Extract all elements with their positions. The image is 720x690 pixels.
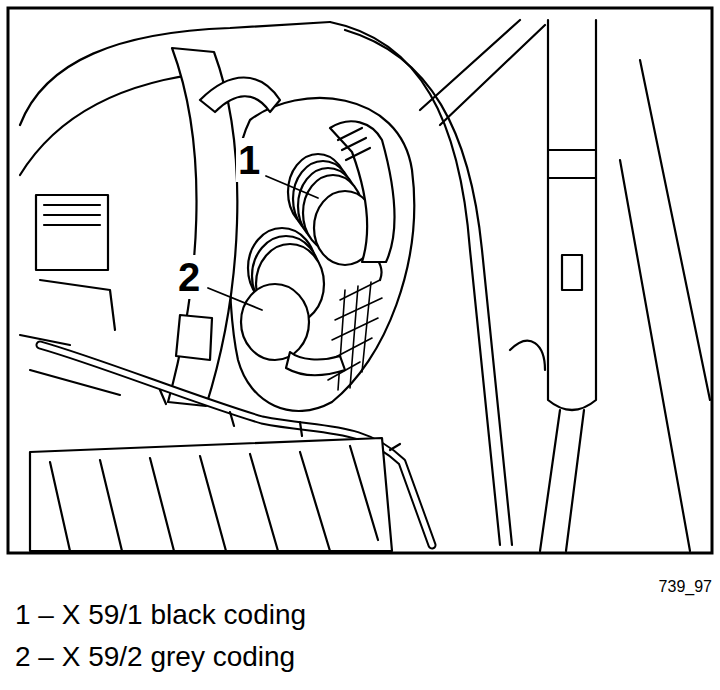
gas-strut	[548, 150, 596, 178]
hose	[200, 78, 280, 113]
illustration-lines	[20, 20, 710, 551]
connector-x59-2	[286, 352, 345, 375]
gas-strut	[540, 410, 584, 551]
ribs	[50, 446, 378, 551]
figure-number: 739_97	[659, 578, 712, 596]
leader-line	[208, 288, 262, 310]
callout-number: 2	[176, 255, 202, 299]
hose	[330, 121, 395, 262]
ribbed-block	[30, 438, 392, 551]
legend-text: 2 – X 59/2 grey coding	[15, 642, 295, 673]
connector-x59-2	[241, 228, 345, 375]
frame	[8, 8, 712, 553]
gas-strut	[510, 20, 710, 551]
connector-x59-2	[241, 284, 309, 360]
housing	[440, 25, 545, 125]
housing	[30, 370, 120, 395]
grid-ribs	[338, 282, 371, 390]
gas-strut	[548, 20, 596, 410]
hose-tape	[338, 128, 370, 160]
housing	[36, 195, 108, 270]
callout-number: 1	[236, 138, 262, 182]
clip	[176, 315, 212, 360]
housing	[44, 205, 100, 225]
legend-text: 1 – X 59/1 black coding	[15, 600, 306, 631]
leader-line	[266, 176, 318, 198]
gas-strut	[510, 341, 545, 370]
cavity	[229, 98, 414, 411]
housing	[40, 280, 115, 330]
gas-strut	[562, 255, 582, 290]
gas-strut	[620, 60, 710, 551]
